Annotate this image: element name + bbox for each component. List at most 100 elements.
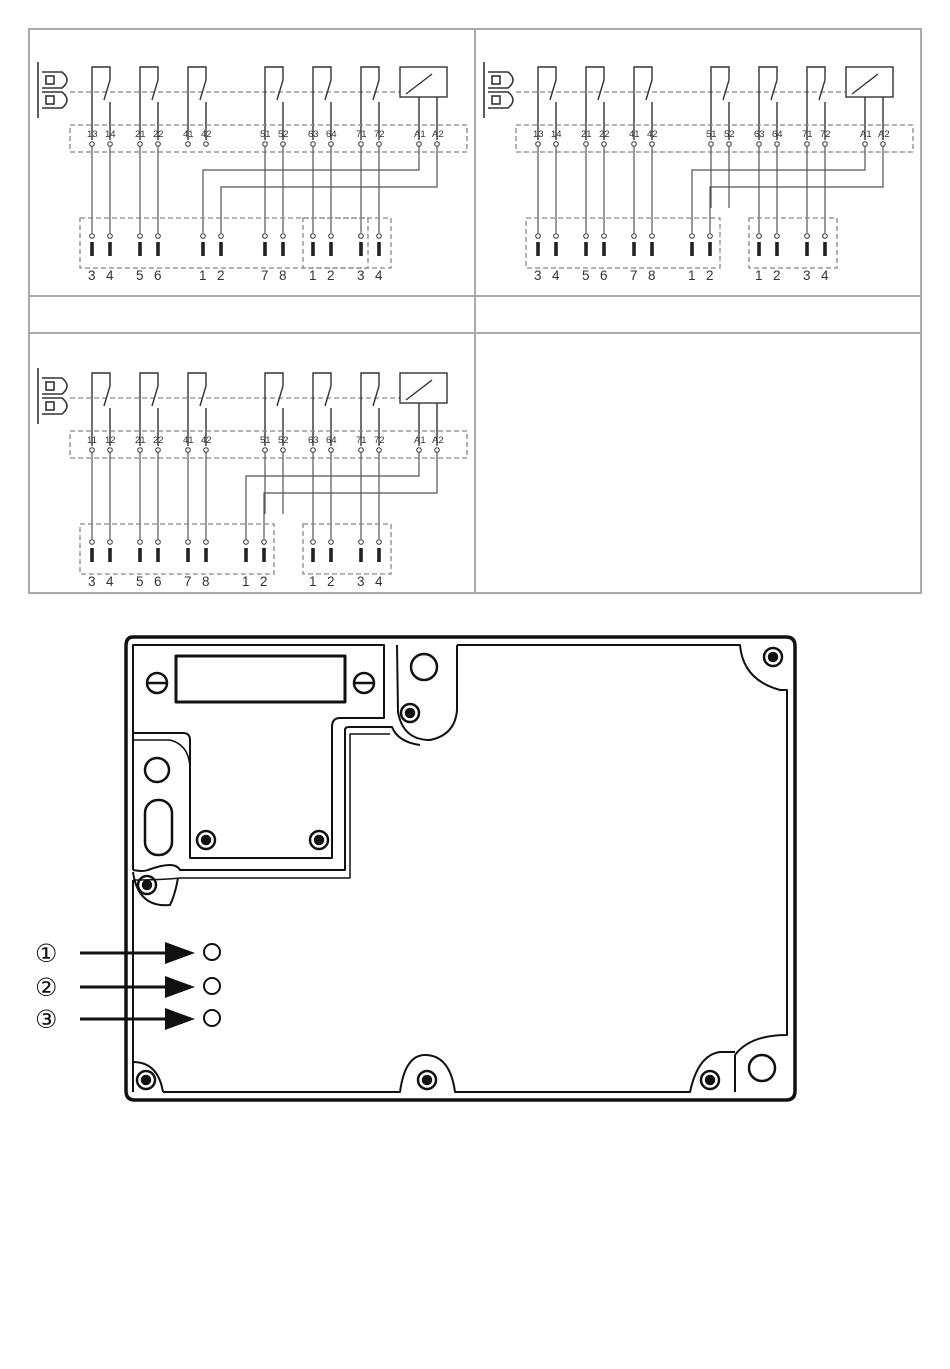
connector-pin-body	[632, 242, 636, 256]
pin-terminal	[709, 142, 714, 147]
contact-label: 22	[153, 129, 164, 140]
connector-number: 1	[755, 268, 763, 283]
pin-terminal	[417, 448, 422, 453]
connector-pin-body	[108, 242, 112, 256]
pin-terminal	[757, 142, 762, 147]
connector-pin	[650, 234, 655, 239]
pin-terminal	[359, 448, 364, 453]
connector-number: 8	[279, 268, 287, 283]
contact-label: A1	[860, 129, 872, 140]
contact-label: 42	[201, 435, 212, 446]
pin-terminal	[186, 448, 191, 453]
pin-terminal	[632, 142, 637, 147]
connector-pin-body	[204, 548, 208, 562]
contact-label: 14	[551, 129, 562, 140]
contact-label: A1	[414, 435, 426, 446]
contact-label: A2	[432, 435, 444, 446]
contact-label: 11	[87, 435, 97, 446]
connector-pin	[690, 234, 695, 239]
connector-number: 6	[154, 574, 162, 589]
pin-terminal	[435, 142, 440, 147]
connector-pin	[554, 234, 559, 239]
wires	[92, 452, 437, 539]
connector-number: 1	[199, 268, 207, 283]
connector-pin	[219, 234, 224, 239]
connector-pin	[708, 234, 713, 239]
contact-label: A2	[878, 129, 890, 140]
connector-pin	[108, 540, 113, 545]
connector-pin-body	[156, 548, 160, 562]
pin-terminal	[108, 448, 113, 453]
contact-label: 14	[105, 129, 116, 140]
connector-number: 4	[106, 268, 114, 283]
connector-number: 4	[375, 574, 383, 589]
connector-pin-body	[90, 242, 94, 256]
pin-terminal	[602, 142, 607, 147]
connector-number: 7	[261, 268, 269, 283]
connector-pin	[775, 234, 780, 239]
housing-outline	[126, 637, 795, 1100]
callout-labels: ① ② ③	[35, 939, 57, 1034]
pin-terminal	[263, 142, 268, 147]
contact-label: 42	[201, 129, 212, 140]
connector-number: 5	[136, 574, 144, 589]
connector-number: 4	[821, 268, 829, 283]
connector-pin-body	[536, 242, 540, 256]
connector-number: 8	[202, 574, 210, 589]
pin-terminal	[435, 448, 440, 453]
connector-pin-body	[329, 548, 333, 562]
pin-terminal	[805, 142, 810, 147]
diagram-table-grid	[29, 29, 921, 593]
led-3	[204, 1010, 220, 1026]
connector-number: 5	[582, 268, 590, 283]
contact-label: 13	[533, 129, 544, 140]
connector-pin-body	[201, 242, 205, 256]
connector-pin	[90, 540, 95, 545]
connector-pin	[602, 234, 607, 239]
contact-label: 63	[308, 435, 319, 446]
contact-label: 64	[772, 129, 783, 140]
pin-terminal	[377, 448, 382, 453]
pin-terminal	[823, 142, 828, 147]
connector-number: 3	[357, 574, 365, 589]
pin-terminal	[329, 142, 334, 147]
contact-label: 51	[260, 129, 271, 140]
connector-pin-body	[244, 548, 248, 562]
contact-label: 21	[581, 129, 592, 140]
contact-label: 51	[260, 435, 271, 446]
connector-pin-body	[554, 242, 558, 256]
pin-terminal	[156, 142, 161, 147]
contact-label: 71	[802, 129, 813, 140]
contact-label: 71	[356, 129, 367, 140]
connector-number: 3	[803, 268, 811, 283]
connector-number: 1	[309, 574, 317, 589]
pin-terminal	[311, 142, 316, 147]
connector-number: 2	[773, 268, 781, 283]
pin-terminal	[359, 142, 364, 147]
led-2	[204, 978, 220, 994]
contact-label: 72	[374, 129, 385, 140]
led-indicators	[204, 944, 220, 1026]
connector-pin-body	[757, 242, 761, 256]
connector-pin-body	[775, 242, 779, 256]
contact-label: A1	[414, 129, 426, 140]
connector-pin-body	[138, 242, 142, 256]
connector-pin-body	[823, 242, 827, 256]
connector-pin-body	[329, 242, 333, 256]
callout-2: ②	[35, 973, 57, 1002]
contact-label: 13	[87, 129, 98, 140]
connector-pin	[138, 234, 143, 239]
connector-pin-body	[377, 548, 381, 562]
connector-pin	[359, 234, 364, 239]
contact-label: 51	[706, 129, 717, 140]
connector-pin	[823, 234, 828, 239]
connector-number: 5	[136, 268, 144, 283]
connector-pin-body	[138, 548, 142, 562]
contact-label: 72	[374, 435, 385, 446]
pin-terminal	[554, 142, 559, 147]
connector-number: 3	[357, 268, 365, 283]
pin-terminal	[584, 142, 589, 147]
contact-label: 41	[183, 129, 194, 140]
connector-pin	[757, 234, 762, 239]
connector-pin	[359, 540, 364, 545]
